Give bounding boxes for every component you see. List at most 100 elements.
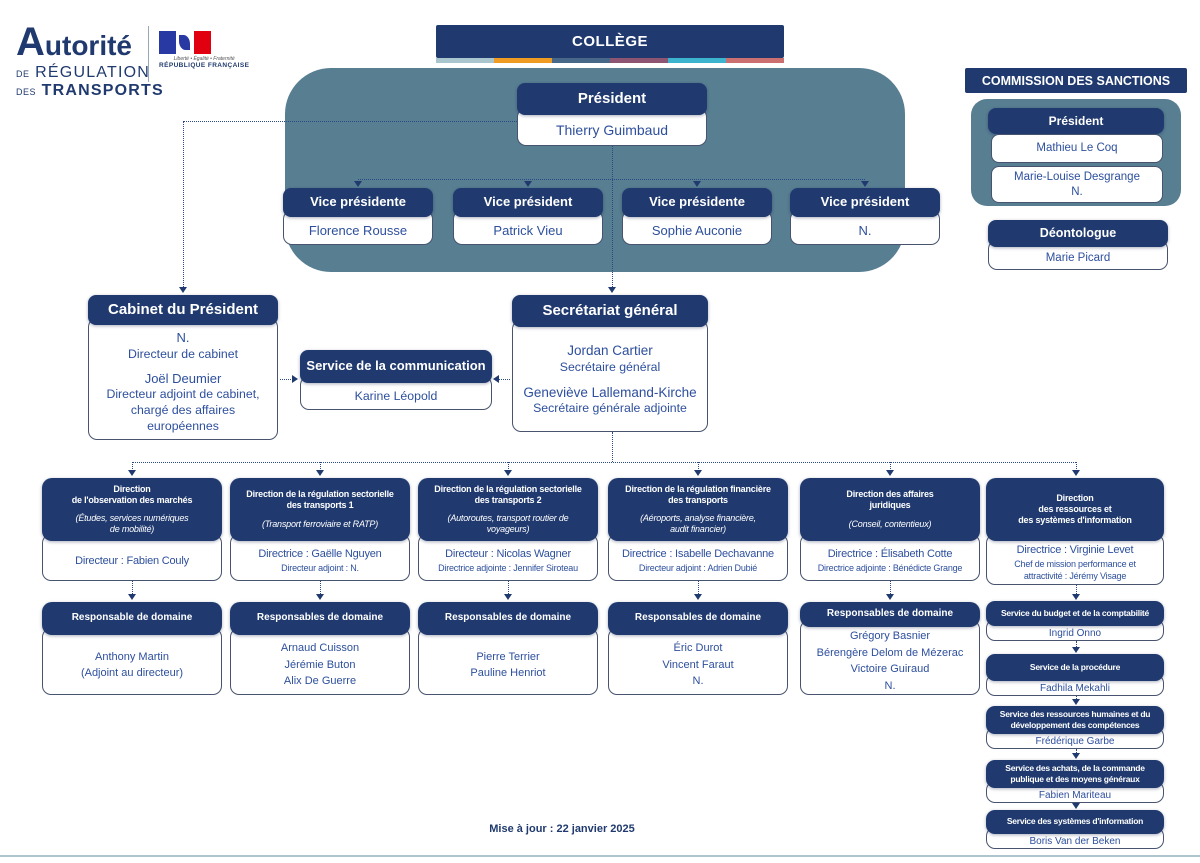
direction-box-4: Direction de la régulation financière de… [608,478,788,581]
connector [280,379,293,380]
connector [698,581,699,594]
arrow-down-icon [1072,699,1080,705]
service-box-2: Service de la procédure Fadhila Mekahli [986,654,1164,696]
vp-box-1: Vice présidente Florence Rousse [283,188,433,245]
direction-subtitle-4: (Aéroports, analyse financière, audit fi… [640,513,756,535]
direction-title-6: Direction des ressources et des systèmes… [1018,492,1132,526]
logo-title: Autorité [16,20,132,64]
vp-box-4: Vice président N. [790,188,940,245]
communication-title: Service de la communication [300,350,492,383]
logo-line3: DES TRANSPORTS [16,82,164,100]
connector [1076,641,1077,647]
connector [508,462,509,471]
responsable-title-3: Responsables de domaine [418,602,598,635]
arrow-left-icon [493,375,499,383]
stripe-segment [726,58,784,63]
art-logo: Autorité DE RÉGULATION DES TRANSPORTS [16,22,164,101]
responsable-box-2: Responsables de domaine Arnaud Cuisson J… [230,602,410,695]
secretariat-title: Secrétariat général [512,295,708,327]
secretariat-entry2-role: Secrétaire générale adjointe [533,401,687,416]
secretariat-entry1-role: Secrétaire général [559,359,661,374]
direction-box-2: Direction de la régulation sectorielle d… [230,478,410,581]
direction-staff-1: Directeur : Fabien Couly [75,554,189,567]
direction-subtitle-2: (Transport ferroviaire et RATP) [262,518,378,529]
service-box-1: Service du budget et de la comptabilité … [986,601,1164,641]
arrow-down-icon [316,470,324,476]
arrow-down-icon [179,287,187,293]
cabinet-box: Cabinet du Président N. Directeur de cab… [88,295,278,440]
vp-box-3: Vice présidente Sophie Auconie [622,188,772,245]
logo-line2: DE RÉGULATION [16,64,164,82]
stripe-segment [436,58,494,63]
responsable-names-1: Anthony Martin (Adjoint au directeur) [42,628,222,695]
logo-divider [148,26,149,82]
connector [132,581,133,594]
responsable-names-2: Arnaud Cuisson Jérémie Buton Alix De Gue… [230,628,410,695]
stripe-segment [668,58,726,63]
arrow-down-icon [694,594,702,600]
connector [497,379,510,380]
responsable-box-5: Responsables de domaine Grégory Basnier … [800,602,980,695]
connector [890,581,891,594]
vp-title-4: Vice président [790,188,940,217]
updated-date: Mise à jour : 22 janvier 2025 [489,823,635,835]
direction-staff-4: Directrice : Isabelle Dechavanne [622,548,774,560]
logo-line3-prefix: DES [16,87,37,98]
responsable-names-3: Pierre Terrier Pauline Henriot [418,628,598,695]
communication-box: Service de la communication Karine Léopo… [300,350,492,410]
arrow-down-icon [693,181,701,187]
direction-deputy-6: Chef de mission performance et attractiv… [1014,559,1136,582]
direction-deputy-3: Directrice adjointe : Jennifer Siroteau [438,563,578,574]
responsable-box-4: Responsables de domaine Éric Durot Vince… [608,602,788,695]
vp-box-2: Vice président Patrick Vieu [453,188,603,245]
connector [612,146,613,287]
direction-box-6: Direction des ressources et des systèmes… [986,478,1164,585]
direction-box-1: Direction de l'observation des marchés (… [42,478,222,581]
connector [183,121,517,122]
responsable-title-1: Responsable de domaine [42,602,222,635]
connector [890,462,891,471]
arrow-down-icon [1072,647,1080,653]
sanctions-title-bar: COMMISSION DES SANCTIONS [965,68,1187,93]
connector [358,179,865,180]
direction-title-5: Direction des affaires juridiques [846,489,934,511]
direction-staff-6: Directrice : Virginie Levet [1016,544,1134,557]
service-title-1: Service du budget et de la comptabilité [986,601,1164,626]
republique-block: Liberté • Égalité • Fraternité RÉPUBLIQU… [159,31,249,69]
republique-text: RÉPUBLIQUE FRANÇAISE [159,62,250,69]
connector [320,462,321,471]
arrow-down-icon [861,181,869,187]
stripe-segment [552,58,610,63]
president-box: Président Thierry Guimbaud [517,83,707,146]
direction-staff-3: Directeur : Nicolas Wagner [445,548,571,560]
direction-title-4: Direction de la régulation financière de… [625,483,771,505]
motto-text: Liberté • Égalité • Fraternité [173,56,235,62]
connector [1076,696,1077,699]
direction-subtitle-3: (Autoroutes, transport routier de voyage… [447,513,569,535]
connector [1076,749,1077,753]
arrow-down-icon [886,594,894,600]
arrow-down-icon [1072,803,1080,809]
secretariat-entry2-name: Geneviève Lallemand-Kirche [523,384,697,400]
responsable-title-2: Responsables de domaine [230,602,410,635]
service-box-5: Service des systèmes d'information Boris… [986,810,1164,849]
arrow-down-icon [1072,753,1080,759]
direction-deputy-5: Directrice adjointe : Bénédicte Grange [817,563,963,574]
vp-title-2: Vice président [453,188,603,217]
french-flag-icon [159,31,211,54]
direction-deputy-2: Directeur adjoint : N. [281,563,359,574]
connector [1076,585,1077,594]
responsable-title-5: Responsables de domaine [800,602,980,627]
arrow-down-icon [354,181,362,187]
logo-line2-text: RÉGULATION [35,64,150,81]
direction-subtitle-1: (Études, services numériques de mobilité… [75,513,189,535]
connector [132,462,133,471]
responsable-box-3: Responsables de domaine Pierre Terrier P… [418,602,598,695]
sanctions-president-title: Président [988,108,1164,134]
arrow-down-icon [1072,470,1080,476]
direction-staff-2: Directrice : Gaëlle Nguyen [258,548,382,560]
arrow-down-icon [504,594,512,600]
sanctions-president-name: Mathieu Le Coq [991,134,1163,163]
service-title-4: Service des achats, de la commande publi… [986,760,1164,788]
direction-title-2: Direction de la régulation sectorielle d… [246,489,394,511]
